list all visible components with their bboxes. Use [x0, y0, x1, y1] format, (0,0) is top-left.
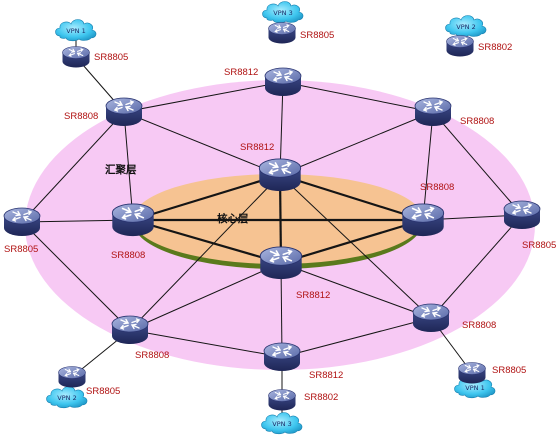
link-r-agg-br-to-r-core-top: [279, 174, 432, 319]
vpn-top-left-cloud-icon: VPN 1: [55, 19, 97, 42]
vpn-bottom-label: VPN 3: [272, 420, 291, 428]
link-r-agg-tr-to-r-agg-right: [432, 111, 523, 216]
vpn-top-right-label: VPN 2: [456, 23, 475, 31]
r-core-top-label: SR8812: [240, 142, 274, 153]
r-top-right-edge-label: SR8802: [478, 42, 512, 53]
r-bl-edge-router-icon: [57, 365, 87, 389]
link-r-agg-tr-to-r-core-right: [422, 111, 434, 221]
r-agg-bottom-router-icon: [263, 342, 301, 372]
r-core-bottom-label: SR8812: [296, 290, 330, 301]
r-agg-left-router-icon: [3, 207, 41, 237]
r-bl-edge-label: SR8805: [86, 386, 120, 397]
r-agg-tr-label: SR8808: [460, 116, 494, 127]
vpn-bottom-left-label: VPN 2: [57, 394, 76, 402]
vpn-bottom-right-label: VPN 1: [465, 384, 484, 392]
r-bottom-edge-router-icon: [267, 388, 297, 412]
link-r-agg-br-to-r-core-bottom: [280, 262, 432, 319]
r-bottom-edge-label: SR8802: [304, 392, 338, 403]
link-r-agg-right-to-r-agg-br: [430, 214, 523, 319]
link-r-agg-bl-to-r-core-bottom: [129, 262, 282, 331]
link-r-agg-left-to-r-agg-tl: [21, 111, 125, 223]
link-r-core-top-to-r-core-left: [132, 173, 281, 222]
r-br-edge-router-icon: [457, 361, 487, 385]
r-agg-right-label: SR8805: [522, 240, 556, 251]
vpn-top-left-label: VPN 1: [66, 27, 85, 35]
r-agg-top-router-icon: [264, 67, 302, 97]
r-core-top-router-icon: [258, 158, 302, 192]
link-r-agg-tr-to-r-core-top: [279, 111, 434, 176]
r-agg-br-label: SR8808: [462, 320, 496, 331]
r-top-left-edge-label: SR8805: [94, 52, 128, 63]
r-agg-right-router-icon: [503, 200, 541, 230]
r-top-edge-router-icon: [267, 21, 297, 45]
link-r-agg-bl-to-r-agg-left: [21, 221, 131, 331]
r-agg-br-router-icon: [412, 303, 450, 333]
link-r-agg-top-to-r-agg-tr: [282, 81, 434, 113]
r-top-edge-label: SR8805: [300, 30, 334, 41]
r-top-left-edge-router-icon: [61, 45, 91, 69]
link-r-core-left-to-r-core-bottom: [132, 218, 282, 265]
link-r-core-top-to-r-core-right: [279, 173, 424, 222]
r-core-left-label: SR8808: [111, 250, 145, 261]
r-br-edge-label: SR8805: [492, 365, 526, 376]
link-r-agg-bl-to-r-core-top: [129, 174, 281, 331]
vpn-top-label: VPN 3: [273, 9, 292, 17]
link-r-agg-tl-to-r-core-top: [123, 111, 281, 176]
r-core-right-label: SR8808: [420, 182, 454, 193]
vpn-top-cloud-icon: VPN 3: [262, 1, 304, 24]
r-agg-bottom-label: SR8812: [309, 370, 343, 381]
link-r-agg-tl-to-r-agg-top: [123, 81, 284, 113]
r-core-bottom-router-icon: [259, 246, 303, 280]
r-top-right-edge-router-icon: [445, 34, 475, 58]
vpn-bottom-cloud-icon: VPN 3: [261, 412, 303, 435]
r-agg-tr-router-icon: [414, 97, 452, 127]
r-agg-top-label: SR8812: [224, 67, 258, 78]
link-r-agg-br-to-r-agg-bottom: [281, 317, 432, 358]
links-layer: [21, 12, 523, 424]
link-r-agg-tl-to-r-core-left: [123, 111, 134, 221]
vpn-bottom-left-cloud-icon: VPN 2: [46, 386, 88, 409]
r-agg-left-label: SR8805: [4, 244, 38, 255]
r-agg-bl-label: SR8808: [135, 350, 169, 361]
r-core-left-router-icon: [111, 203, 155, 237]
r-agg-tl-router-icon: [105, 97, 143, 127]
aggregation-layer-label: 汇聚层: [105, 163, 137, 176]
r-agg-tl-label: SR8808: [64, 111, 98, 122]
vpn-top-right-cloud-icon: VPN 2: [445, 15, 487, 38]
link-r-agg-bottom-to-r-agg-bl: [129, 329, 283, 358]
link-r-core-right-to-r-core-bottom: [280, 218, 424, 265]
r-core-right-router-icon: [401, 203, 445, 237]
r-agg-bl-router-icon: [111, 315, 149, 345]
